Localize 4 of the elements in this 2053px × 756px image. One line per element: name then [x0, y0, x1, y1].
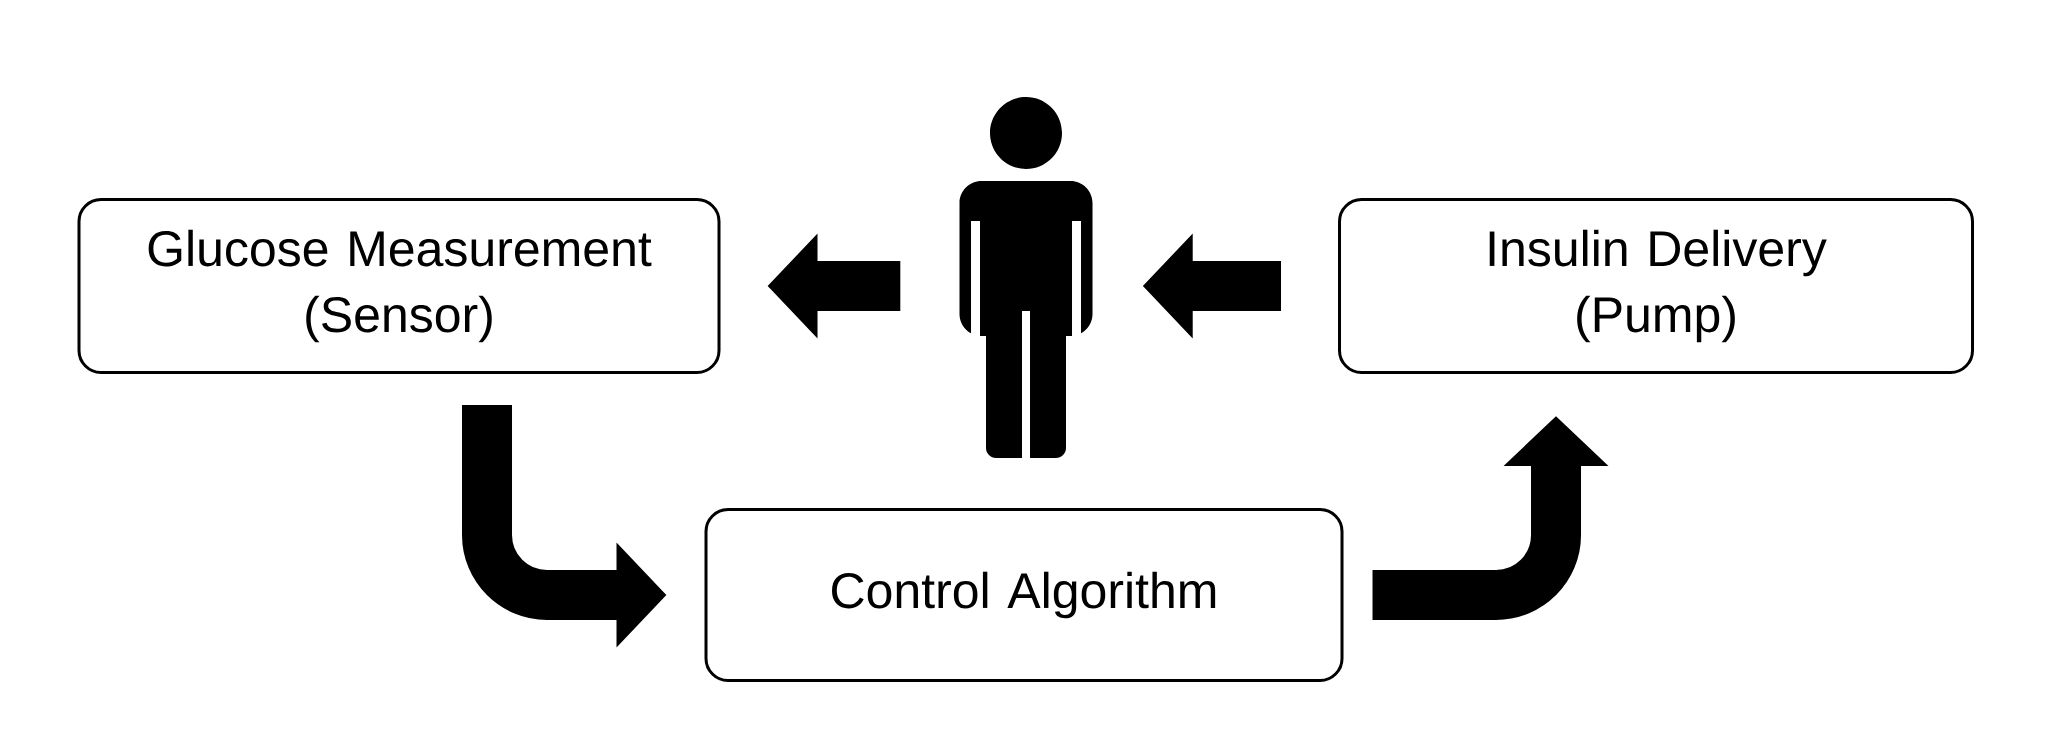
person-drawing [959, 97, 1093, 461]
process-box: Insulin Delivery (Pump) [1338, 198, 1974, 374]
process-box: Glucose Measurement (Sensor) [77, 198, 721, 374]
process-box: Control Algorithm [704, 508, 1344, 682]
